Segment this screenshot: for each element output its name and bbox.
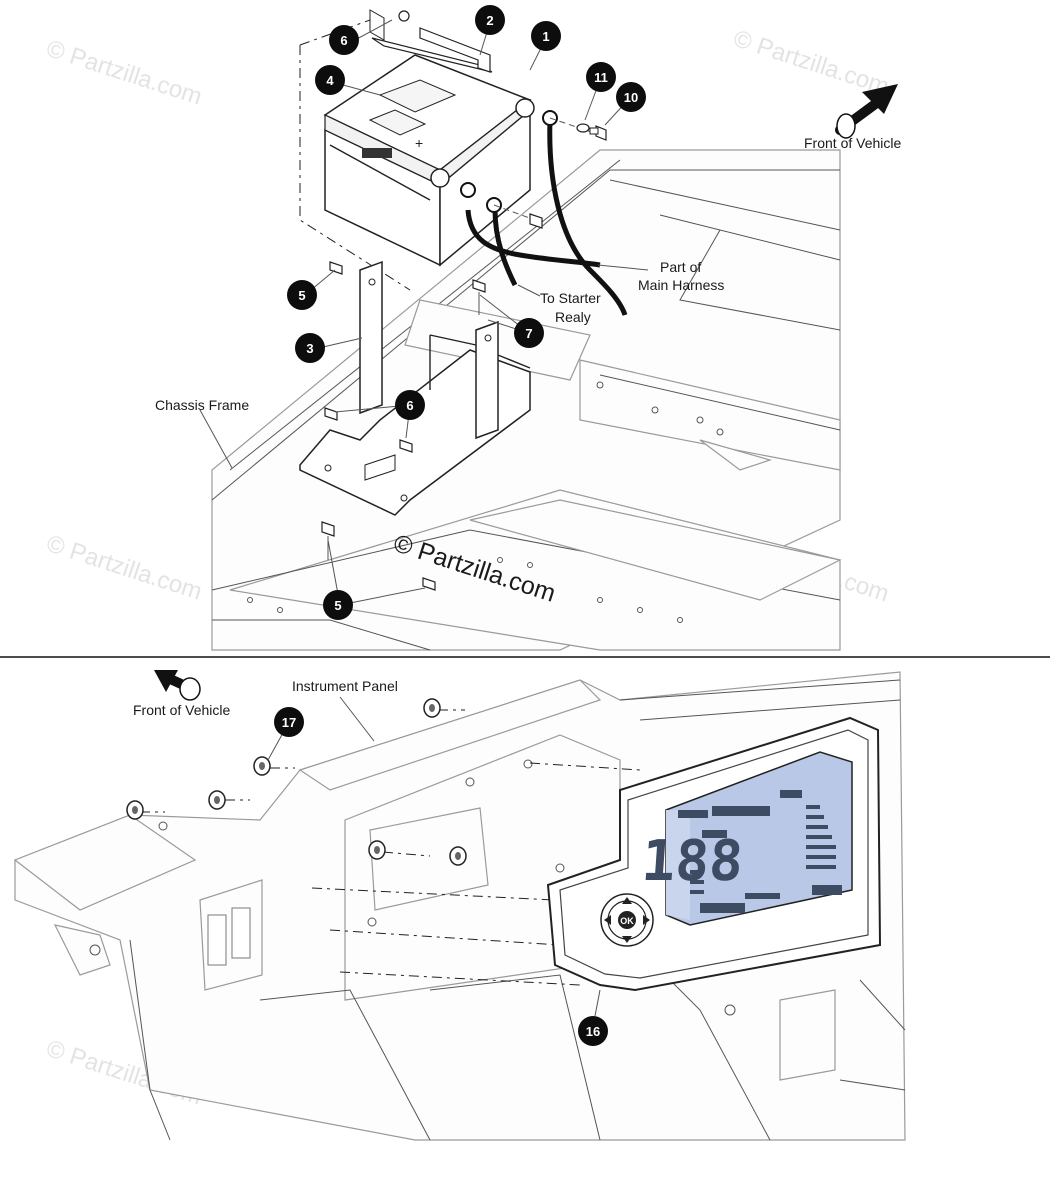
ok-button-label: OK	[620, 916, 634, 926]
screw-icon	[208, 790, 226, 810]
tray-fasteners	[321, 261, 486, 591]
up-arrow-icon	[622, 897, 632, 904]
hold-down-clamp	[369, 9, 493, 73]
callout-4: 4	[315, 65, 345, 95]
instrument-panel-diagram: 188	[13, 670, 906, 1141]
svg-text:6: 6	[406, 398, 413, 413]
watermark: © Partzilla.com	[43, 35, 205, 111]
svg-text:7: 7	[525, 326, 532, 341]
svg-text:6: 6	[340, 33, 347, 48]
callout-5: 5	[287, 280, 317, 310]
battery: +	[323, 54, 535, 267]
callout-3: 3	[295, 333, 325, 363]
callout-11: 11	[586, 62, 616, 92]
callout-7: 7	[514, 318, 544, 348]
battery-tray	[299, 260, 531, 516]
right-arrow-icon	[643, 915, 650, 925]
callout-16: 16	[578, 1016, 608, 1046]
starter-label-line2: Realy	[555, 309, 591, 325]
hidden-lines	[140, 709, 641, 986]
watermark: © Partzilla.com	[730, 25, 892, 101]
svg-text:10: 10	[624, 90, 638, 105]
down-arrow-icon	[622, 936, 632, 943]
screw-icon	[126, 800, 144, 820]
leader-line	[594, 989, 601, 1017]
svg-text:5: 5	[334, 598, 341, 613]
terminal-bolt	[529, 123, 607, 229]
battery-diagram: +	[155, 5, 901, 651]
front-arrow-icon	[835, 84, 898, 139]
callout-1: 1	[531, 21, 561, 51]
left-arrow-icon	[604, 915, 611, 925]
callout-6: 6	[329, 25, 359, 55]
leader-line	[339, 696, 375, 742]
display-control-pad: OK	[600, 893, 654, 947]
chassis-frame-label: Chassis Frame	[155, 397, 249, 413]
screw-icon	[368, 840, 386, 860]
assembly-outline	[299, 19, 371, 46]
callout-5: 5	[323, 590, 353, 620]
harness-label-line2: Main Harness	[638, 277, 724, 293]
svg-text:3: 3	[306, 341, 313, 356]
svg-text:17: 17	[282, 715, 296, 730]
screw-icon	[253, 756, 271, 776]
svg-text:4: 4	[326, 73, 334, 88]
front-of-vehicle-label: Front of Vehicle	[133, 702, 230, 718]
instrument-panel-label: Instrument Panel	[292, 678, 398, 694]
callout-17: 17	[274, 707, 304, 737]
screw-icon	[449, 846, 467, 866]
svg-text:2: 2	[486, 13, 493, 28]
starter-label-line1: To Starter	[540, 290, 601, 306]
svg-text:1: 1	[542, 29, 549, 44]
callout-6: 6	[395, 390, 425, 420]
svg-text:16: 16	[586, 1024, 600, 1039]
callout-2: 2	[475, 5, 505, 35]
instrument-display: 188	[546, 716, 882, 992]
svg-text:5: 5	[298, 288, 305, 303]
panel-screws	[126, 698, 467, 866]
lcd-readout: 188	[639, 790, 842, 913]
front-arrow-icon	[154, 670, 201, 701]
callout-10: 10	[616, 82, 646, 112]
svg-text:11: 11	[594, 70, 608, 85]
svg-text:+: +	[415, 135, 423, 151]
watermark: © Partzilla.com	[43, 530, 205, 606]
harness-label-line1: Part of	[660, 259, 701, 275]
lcd-speed-digits: 188	[639, 829, 745, 894]
screw-icon	[423, 698, 441, 718]
front-of-vehicle-label: Front of Vehicle	[804, 135, 901, 151]
